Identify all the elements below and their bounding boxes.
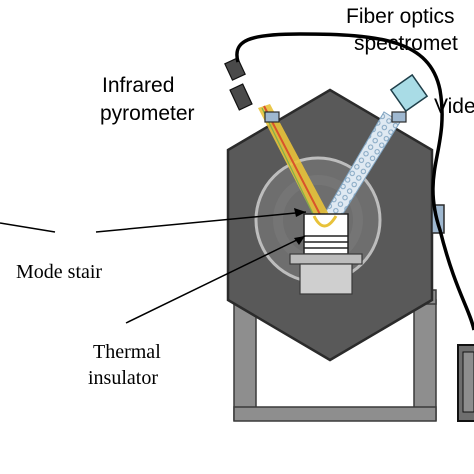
spectrometer-head-icon [389, 73, 429, 113]
video-label: Vide [434, 95, 474, 118]
sample-holder [303, 213, 349, 255]
video-camera-icon [457, 344, 474, 422]
pyrometer-label-line1: Infrared [102, 74, 175, 97]
leader-arrowhead [294, 208, 306, 217]
fiber-cable-icon [235, 32, 474, 331]
spectrometer-label: spectromet [354, 32, 458, 55]
thermal-insulator-label-line2: insulator [88, 367, 158, 389]
leader-lines [0, 211, 307, 324]
top-port [391, 111, 407, 123]
fiber-optics-label: Fiber optics [346, 5, 455, 28]
pyrometer-icon [224, 57, 253, 111]
leader-arrowhead [294, 236, 305, 245]
pyrometer-label-line2: pyrometer [100, 102, 195, 125]
top-port [264, 111, 280, 123]
mode-stair-label: Mode stair [16, 261, 103, 283]
mode-stair [289, 253, 363, 295]
thermal-insulator-label-line1: Thermal [93, 341, 161, 363]
